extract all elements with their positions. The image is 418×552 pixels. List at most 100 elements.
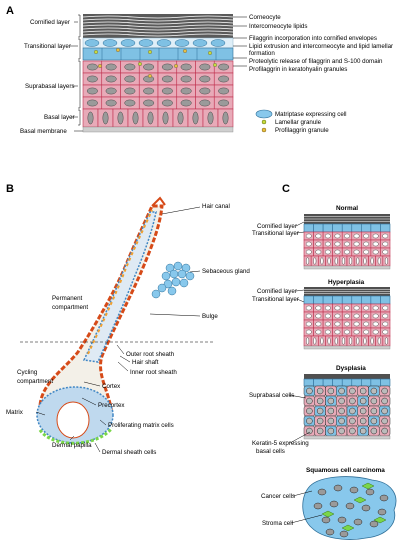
cell-nucleus: [372, 233, 379, 239]
basal-membrane-band: [303, 345, 391, 350]
cell-nucleus: [344, 321, 350, 327]
cell-nucleus: [344, 241, 350, 247]
cell-nucleus: [370, 397, 378, 405]
hyperplasia-tissue-graphic: [303, 287, 391, 350]
transitional-cell: [351, 223, 362, 233]
scc-tissue-graphic: [302, 476, 397, 540]
stroma-cell: [373, 516, 387, 524]
legend-matriptase-swatch: [255, 109, 273, 119]
cell-nucleus: [381, 407, 388, 415]
cell-nucleus: [353, 241, 360, 247]
cell-nucleus: [381, 417, 388, 425]
cell-nucleus: [381, 427, 388, 435]
cell-nucleus: [325, 233, 331, 239]
cell-nucleus: [218, 75, 230, 83]
label-intercorneocyte-lipids: Intercorneocyte lipids: [249, 23, 307, 30]
cell-nucleus: [199, 63, 211, 71]
cell-nucleus: [341, 257, 345, 265]
title-hyperplasia: Hyperplasia: [328, 279, 365, 286]
title-normal: Normal: [336, 205, 358, 212]
cell-nucleus: [180, 99, 192, 107]
cell-nucleus: [370, 337, 374, 345]
cell-nucleus: [344, 329, 350, 335]
granule-marker: [137, 62, 142, 67]
label-transitional-layer: Transitional layer: [24, 43, 71, 50]
cell-nucleus: [86, 75, 98, 83]
cell-nucleus: [218, 99, 230, 107]
cell-nucleus: [199, 75, 211, 83]
legend-lamellar-swatch: [261, 119, 267, 125]
normal-label-transitional: Transitional layer: [252, 230, 299, 237]
corneocyte-lines: [82, 15, 234, 37]
cell-nucleus: [316, 387, 324, 395]
cell-nucleus: [349, 427, 356, 435]
label-permanent: Permanent: [52, 295, 83, 302]
cell-nucleus: [306, 387, 313, 395]
cell-nucleus: [105, 75, 117, 83]
panel-a: A: [6, 5, 393, 135]
normal-label-cornified: Cornified layer: [257, 223, 297, 230]
cell-nucleus: [306, 407, 313, 415]
label-proliferating-matrix-cells: Proliferating matrix cells: [108, 422, 174, 429]
granule-marker: [93, 50, 98, 55]
cell-nucleus: [86, 99, 98, 107]
cell-nucleus: [305, 249, 312, 255]
cell-nucleus: [370, 387, 378, 395]
cell-nucleus: [334, 321, 341, 327]
cell-nucleus: [344, 305, 350, 311]
transitional-cell: [303, 378, 314, 387]
transitional-cell: [313, 378, 324, 387]
cancer-cell-nucleus: [333, 484, 343, 492]
cell-nucleus: [372, 321, 379, 327]
cell-nucleus: [353, 313, 360, 319]
cancer-cell-nucleus: [377, 508, 387, 516]
label-cycling: Cycling: [17, 369, 38, 376]
cell-nucleus: [370, 407, 378, 415]
transitional-cell: [303, 295, 314, 305]
cancer-cell-nucleus: [349, 486, 359, 494]
cell-nucleus: [334, 257, 338, 265]
cell-nucleus: [199, 99, 211, 107]
transitional-cell: [370, 378, 381, 387]
cell-nucleus: [382, 321, 389, 327]
cell-nucleus: [305, 233, 312, 239]
cell-nucleus: [382, 329, 389, 335]
hair-shaft: [82, 211, 157, 363]
cell-nucleus: [338, 417, 345, 425]
cell-nucleus: [338, 397, 345, 405]
cell-nucleus: [305, 313, 312, 319]
cell-nucleus: [353, 305, 360, 311]
granule-marker: [182, 49, 187, 54]
legend-profilaggrin-label: Profilaggrin granule: [275, 127, 329, 134]
label-cornified-layer: Cornified layer: [30, 19, 70, 26]
cell-nucleus: [334, 337, 338, 345]
cell-nucleus: [124, 63, 136, 71]
cell-nucleus: [306, 427, 313, 435]
cell-nucleus: [356, 337, 360, 345]
cell-nucleus: [218, 87, 230, 95]
cell-nucleus: [320, 257, 324, 265]
transitional-cell: [313, 295, 324, 305]
cell-nucleus: [353, 321, 360, 327]
cell-nucleus: [353, 233, 360, 239]
label-cycling-compartment: compartment: [17, 378, 53, 385]
cell-nucleus: [359, 427, 367, 435]
left-brackets: [70, 14, 83, 132]
cell-nucleus: [306, 257, 310, 265]
cell-nucleus: [372, 249, 379, 255]
transitional-cell: [341, 378, 353, 387]
cell-nucleus: [384, 257, 388, 265]
transitional-cell: [313, 223, 324, 233]
cell-nucleus: [349, 387, 356, 395]
cell-nucleus: [327, 257, 331, 265]
cell-nucleus: [381, 397, 388, 405]
cell-nucleus: [334, 233, 341, 239]
cell-nucleus: [315, 241, 322, 247]
cancer-cell-nucleus: [365, 488, 375, 496]
transitional-cell: [351, 378, 362, 387]
cell-nucleus: [180, 87, 192, 95]
cell-nucleus: [180, 75, 192, 83]
basal-membrane-band: [82, 126, 234, 133]
transitional-cell: [351, 295, 362, 305]
panel-a-letter: A: [6, 5, 14, 17]
